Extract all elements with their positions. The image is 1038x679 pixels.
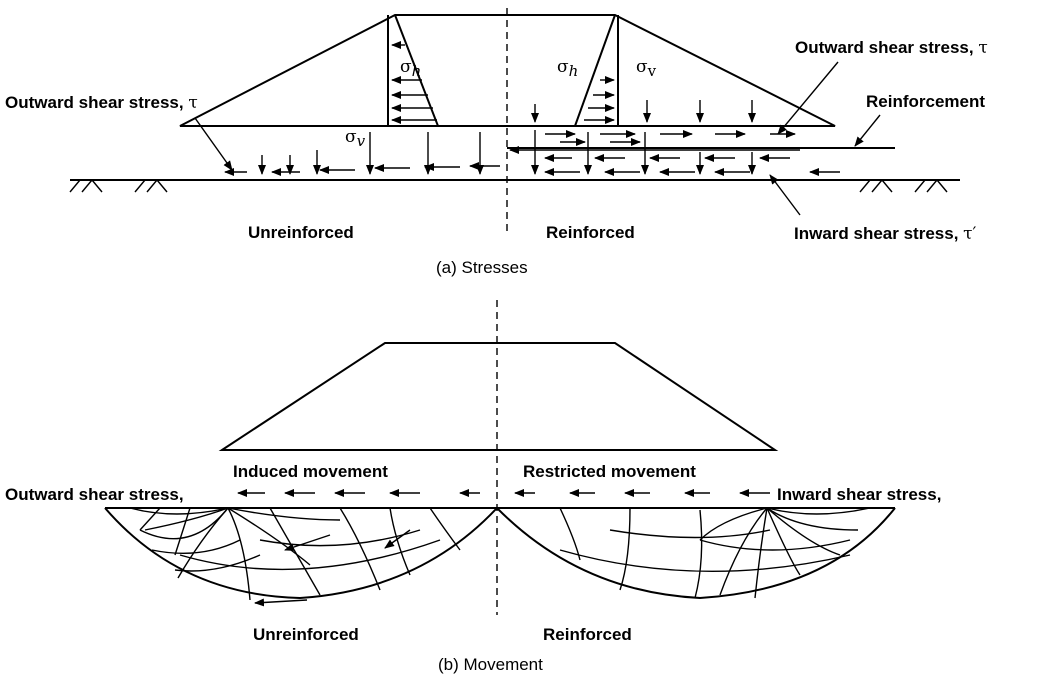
ground-hatch-right [859,179,948,193]
label-restricted-movement: Restricted movement [523,462,696,481]
sigma-h-diagram-right [574,14,619,127]
label-sigma-h-right: σh [557,57,578,80]
inward-shear-arrows-right [509,146,840,176]
label-inward-shear: Inward shear stress, τ′ [794,224,977,244]
outward-shear-arrows-right [545,130,796,146]
label-unreinforced-a: Unreinforced [248,223,354,242]
slip-net-right [559,507,871,599]
label-sigma-v-left: σv [345,127,366,150]
sigma-v-arrows-right [531,100,756,175]
label-outward-shear-b: Outward shear stress, [5,485,184,504]
outward-shear-arrows-left [224,162,500,176]
leader-inward [769,174,801,216]
label-reinforced-b: Reinforced [543,625,632,644]
label-inward-shear-b: Inward shear stress, [777,485,941,504]
embankment-b [218,342,779,451]
caption-b: (b) Movement [438,655,543,674]
ground-hatch-left [69,179,168,193]
sigma-h-diagram-left [387,14,439,127]
label-outward-shear-right: Outward shear stress, τ [795,38,988,58]
label-reinforcement: Reinforcement [866,92,985,111]
label-sigma-v-right: σv [636,57,657,80]
label-induced-movement: Induced movement [233,462,388,481]
slip-zone-right [496,507,896,600]
slip-net-left [129,507,461,601]
leader-reinforcement [854,114,881,147]
label-reinforced-a: Reinforced [546,223,635,242]
label-sigma-h-left: σh [400,57,421,80]
panel-b-movement: Induced movement Restricted movement Out… [5,300,941,674]
leader-outward-left [194,117,233,171]
caption-a: (a) Stresses [436,258,528,277]
slip-zone-left [104,507,498,600]
movement-arrows [237,489,770,607]
label-unreinforced-b: Unreinforced [253,625,359,644]
panel-a-stresses: Outward shear stress, τ Outward shear st… [5,8,988,277]
label-outward-shear-left: Outward shear stress, τ [5,93,198,113]
leader-outward-right [777,61,839,135]
